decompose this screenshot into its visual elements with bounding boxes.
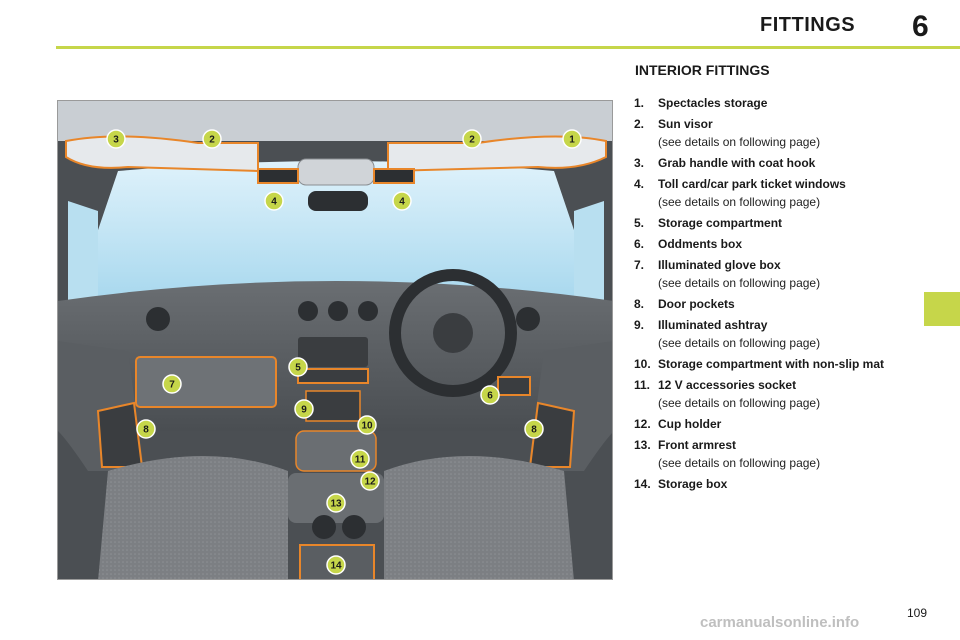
callout-number: 2 (209, 135, 215, 146)
callout-marker: 14 (326, 555, 346, 575)
callout-number: 2 (469, 135, 475, 146)
item-number: 9. (634, 318, 645, 332)
callout-number: 1 (569, 135, 575, 146)
item-label: Grab handle with coat hook (658, 156, 816, 170)
callout-marker: 4 (392, 191, 412, 211)
chapter-number: 6 (912, 10, 929, 43)
callout-number: 5 (295, 363, 301, 374)
list-item: 5. Storage compartment (634, 216, 914, 231)
callout-number: 8 (143, 425, 149, 436)
item-note: (see details on following page) (658, 195, 821, 209)
callout-number: 4 (271, 197, 277, 208)
callout-marker: 8 (136, 419, 156, 439)
list-item: 8. Door pockets (634, 297, 914, 312)
item-label: Illuminated glove box (658, 258, 781, 272)
item-label: Front armrest (658, 438, 737, 452)
callout-number: 13 (330, 499, 342, 510)
list-item: 12. Cup holder (634, 417, 914, 432)
list-item: 11. 12 V accessories socket (see details o… (634, 378, 914, 411)
item-note: (see details on following page) (658, 396, 821, 410)
page-number: 109 (907, 606, 928, 620)
callout-marker: 10 (357, 415, 377, 435)
list-item: 3. Grab handle with coat hook (634, 156, 914, 171)
item-note: (see details on following page) (658, 456, 821, 470)
item-label: Storage box (658, 477, 728, 491)
callout-marker: 9 (294, 399, 314, 419)
item-number: 6. (634, 237, 645, 251)
item-number: 2. (634, 117, 645, 131)
item-number: 14. (634, 477, 651, 491)
callout-number: 10 (361, 421, 373, 432)
callout-marker: 5 (288, 357, 308, 377)
callout-number: 3 (113, 135, 119, 146)
list-item: 7. Illuminated glove box (see details on f… (634, 258, 914, 291)
item-label: Cup holder (658, 417, 722, 431)
watermark: carmanualsonline.info (700, 614, 860, 631)
item-label: 12 V accessories socket (658, 378, 797, 392)
item-number: 4. (634, 177, 645, 191)
item-number: 1. (634, 96, 645, 110)
callout-number: 6 (487, 391, 493, 402)
item-label: Oddments box (658, 237, 743, 251)
chapter-title: FITTINGS (760, 14, 856, 36)
list-item: 13. Front armrest (see details on followin… (634, 438, 914, 471)
item-number: 8. (634, 297, 645, 311)
item-label: Storage compartment with non-slip mat (658, 357, 885, 371)
list-item: 1. Spectacles storage (634, 96, 914, 111)
list-item: 14. Storage box (634, 477, 914, 492)
item-note: (see details on following page) (658, 276, 821, 290)
item-number: 10. (634, 357, 651, 371)
callout-marker: 8 (524, 419, 544, 439)
item-note: (see details on following page) (658, 336, 821, 350)
callout-marker: 13 (326, 493, 346, 513)
callout-marker: 1 (562, 129, 582, 149)
fittings-list: 1. Spectacles storage 2. Sun visor (see det… (634, 96, 914, 498)
item-label: Illuminated ashtray (658, 318, 768, 332)
item-note: (see details on following page) (658, 135, 821, 149)
item-label: Spectacles storage (658, 96, 768, 110)
callout-number: 4 (399, 197, 405, 208)
chapter-tab (924, 292, 960, 326)
item-number: 5. (634, 216, 645, 230)
section-title: INTERIOR FITTINGS (635, 62, 770, 78)
list-item: 10. Storage compartment with non-slip mat (634, 357, 914, 372)
item-number: 13. (634, 438, 651, 452)
item-number: 3. (634, 156, 645, 170)
callout-marker: 4 (264, 191, 284, 211)
callout-marker: 3 (106, 129, 126, 149)
item-label: Sun visor (658, 117, 713, 131)
callout-number: 9 (301, 405, 307, 416)
callout-marker: 7 (162, 374, 182, 394)
callout-marker: 11 (350, 449, 370, 469)
item-number: 12. (634, 417, 651, 431)
callout-number: 7 (169, 380, 175, 391)
header-rule (56, 46, 960, 49)
callout-number: 8 (531, 425, 537, 436)
list-item: 6. Oddments box (634, 237, 914, 252)
item-number: 11. (634, 378, 651, 392)
callout-marker: 2 (202, 129, 222, 149)
callout-marker: 12 (360, 471, 380, 491)
callout-marker: 6 (480, 385, 500, 405)
item-number: 7. (634, 258, 645, 272)
list-item: 4. Toll card/car park ticket windows (see … (634, 177, 914, 210)
callout-number: 14 (330, 561, 342, 572)
list-item: 2. Sun visor (see details on following pag… (634, 117, 914, 150)
item-label: Door pockets (658, 297, 735, 311)
item-label: Storage compartment (658, 216, 783, 230)
callout-number: 11 (355, 455, 366, 466)
item-label: Toll card/car park ticket windows (658, 177, 846, 191)
callout-marker: 2 (462, 129, 482, 149)
callout-number: 12 (364, 477, 376, 488)
list-item: 9. Illuminated ashtray (see details on fol… (634, 318, 914, 351)
